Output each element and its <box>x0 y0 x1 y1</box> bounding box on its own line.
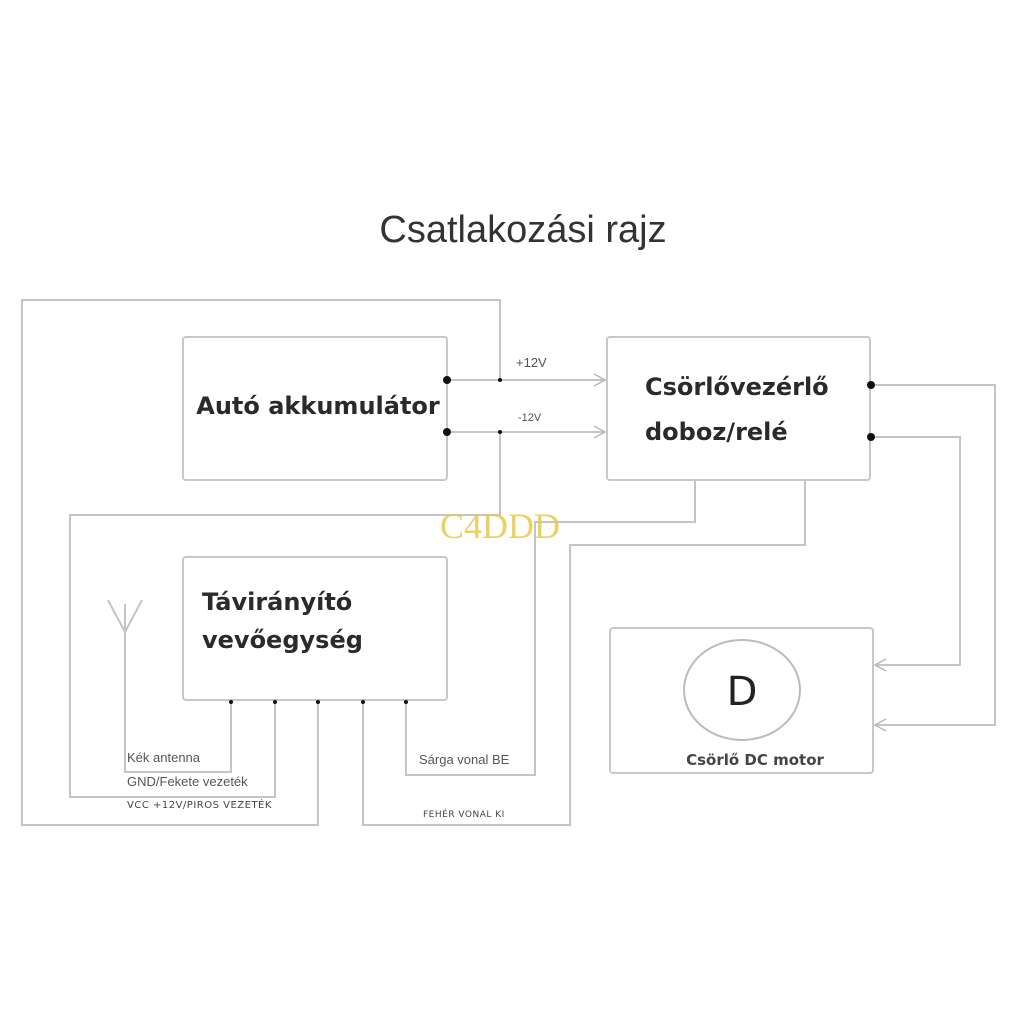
white-wire-label: FEHÉR VONAL KI <box>423 808 505 820</box>
antenna-icon <box>107 599 143 633</box>
junction-dot <box>443 376 451 384</box>
motor-symbol: D <box>727 669 758 715</box>
pin-dot <box>404 700 408 704</box>
car-battery-box <box>182 336 448 481</box>
pin-dot <box>229 700 233 704</box>
junction-dot <box>443 428 451 436</box>
wire-white-out <box>362 480 806 826</box>
remote-receiver-box <box>182 556 448 701</box>
pin-dot <box>316 700 320 704</box>
motor-circle <box>683 639 801 741</box>
vcc-wire-label: VCC +12V/PIROS VEZETÉK <box>127 798 272 811</box>
controller-label-line2: doboz/relé <box>645 418 788 446</box>
motor-label: Csörlő DC motor <box>686 751 824 769</box>
negative-label: -12V <box>518 412 542 424</box>
receiver-label-line2: vevőegység <box>202 626 363 654</box>
junction-dot <box>867 433 875 441</box>
yellow-wire-label: Sárga vonal BE <box>419 752 510 767</box>
wire-vcc-to-positive <box>21 299 501 826</box>
diagram-title: Csatlakozási rajz <box>379 209 666 251</box>
controller-label-line1: Csörlővezérlő <box>645 373 829 401</box>
wire-gnd-to-negative <box>69 432 501 798</box>
junction-dot <box>498 430 502 434</box>
positive-label: +12V <box>516 355 547 370</box>
watermark: C4DDD <box>440 506 560 546</box>
junction-dot <box>498 378 502 382</box>
pin-dot <box>361 700 365 704</box>
car-battery-label: Autó akkumulátor <box>196 392 440 420</box>
junction-dot <box>867 381 875 389</box>
winch-controller-box <box>606 336 871 481</box>
wire-yellow-in <box>405 480 696 776</box>
receiver-label-line1: Távirányító <box>202 588 352 616</box>
gnd-wire-label: GND/Fekete vezeték <box>127 774 248 789</box>
wire-antenna <box>124 625 232 773</box>
antenna-wire-label: Kék antenna <box>127 750 201 765</box>
pin-dot <box>273 700 277 704</box>
wire-motor-b <box>870 436 961 672</box>
wire-motor-a <box>870 384 996 732</box>
